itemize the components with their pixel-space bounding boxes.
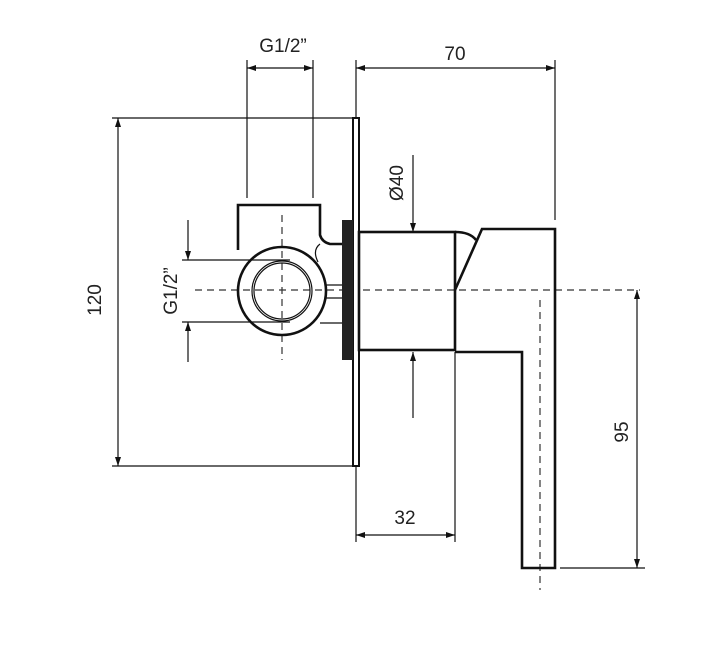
handle	[357, 227, 557, 570]
dimension-120: 120	[85, 117, 353, 467]
dimension-32: 32	[355, 352, 456, 542]
dimension-side-thread: G1/2”	[161, 220, 290, 362]
dim-label-top-thread: G1/2”	[259, 36, 307, 57]
dim-label-side-thread: G1/2”	[161, 267, 182, 315]
dim-label-diameter: Ø40	[387, 165, 408, 201]
dimension-95: 95	[560, 290, 645, 569]
dimension-diameter: Ø40	[387, 155, 416, 418]
dimension-70: 70	[355, 44, 556, 220]
dim-label-120: 120	[85, 284, 106, 316]
dim-label-32: 32	[394, 508, 415, 529]
valve-body	[236, 203, 342, 337]
gasket	[342, 220, 353, 360]
dim-label-70: 70	[444, 44, 465, 65]
dim-label-95: 95	[612, 421, 633, 442]
dimension-top-thread: G1/2”	[246, 36, 314, 198]
